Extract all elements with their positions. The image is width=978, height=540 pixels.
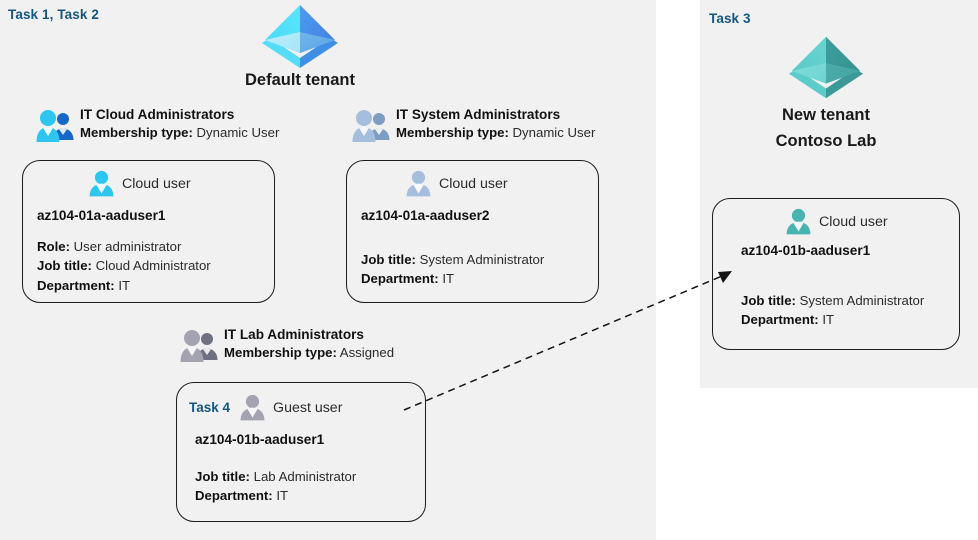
group-name: IT Cloud Administrators — [80, 107, 235, 122]
task-label-1-2: Task 1, Task 2 — [8, 7, 99, 22]
attr-label: Job title: — [361, 252, 416, 267]
user-principal-name: az104-01a-aaduser2 — [361, 208, 490, 223]
attr-job-title: Job title: Cloud Administrator — [37, 256, 274, 275]
user-attributes: Job title: Lab Administrator Department:… — [195, 467, 425, 506]
attr-value: IT — [822, 312, 835, 328]
task-label-4: Task 4 — [189, 400, 231, 415]
default-tenant-name: Default tenant — [244, 71, 355, 89]
user-principal-name: az104-01b-aaduser1 — [741, 243, 871, 258]
attr-department: Department: IT — [361, 269, 598, 288]
attr-value: Lab Administrator — [253, 469, 357, 484]
group-users-icon — [180, 330, 218, 362]
user-principal-name: az104-01a-aaduser1 — [37, 208, 166, 223]
single-user-icon — [786, 208, 811, 235]
default-tenant-panel — [0, 0, 656, 540]
attr-job-title: Job title: System Administrator — [361, 250, 598, 269]
attr-value: IT — [118, 277, 131, 293]
attr-value: IT — [276, 488, 289, 504]
attr-label: Job title: — [741, 293, 796, 308]
attr-job-title: Job title: System Administrator — [741, 291, 959, 310]
membership-type-label: Membership type: — [80, 125, 193, 141]
group-membership-type: Membership type: Dynamic User — [80, 124, 279, 143]
attr-label: Department: — [361, 271, 439, 287]
user-type-label: Cloud user — [819, 213, 888, 230]
card-header: Cloud user — [405, 170, 598, 197]
attr-label: Job title: — [37, 258, 92, 274]
user-card-az104-01a-aaduser2: Cloud user az104-01a-aaduser2 Job title:… — [346, 160, 599, 303]
group-name: IT System Administrators — [396, 107, 561, 122]
group-it-cloud-administrators: IT Cloud Administrators Membership type:… — [36, 105, 279, 143]
new-tenant-name-line2: Contoso Lab — [775, 132, 877, 151]
user-card-guest-az104-01b-aaduser1: Task 4 Guest user az104-01b-aaduser1 Job… — [176, 382, 426, 522]
user-type-label: Guest user — [273, 399, 343, 416]
new-tenant-name-line1: New tenant — [781, 106, 870, 124]
user-principal-name: az104-01b-aaduser1 — [195, 432, 325, 447]
membership-type-label: Membership type: — [224, 345, 337, 361]
group-users-icon — [36, 110, 74, 142]
attr-value: Cloud Administrator — [95, 258, 211, 274]
attr-value: IT — [442, 271, 455, 287]
user-attributes: Job title: System Administrator Departme… — [741, 291, 959, 330]
membership-type-value: Dynamic User — [196, 125, 280, 141]
azure-ad-tenant-icon — [788, 36, 864, 99]
group-it-system-administrators: IT System Administrators Membership type… — [352, 105, 595, 143]
attr-job-title: Job title: Lab Administrator — [195, 467, 425, 486]
single-user-icon — [89, 170, 114, 197]
membership-type-value: Dynamic User — [512, 125, 596, 141]
user-type-label: Cloud user — [122, 175, 191, 192]
user-card-az104-01a-aaduser1: Cloud user az104-01a-aaduser1 Role: User… — [22, 160, 275, 303]
user-type-label: Cloud user — [439, 175, 508, 192]
attr-label: Department: — [195, 488, 273, 504]
attr-label: Department: — [741, 312, 819, 328]
attr-value: User administrator — [73, 239, 182, 254]
membership-type-label: Membership type: — [396, 125, 509, 141]
attr-department: Department: IT — [195, 486, 425, 505]
new-tenant-block: New tenant Contoso Lab — [706, 33, 946, 151]
group-users-icon — [352, 110, 390, 142]
user-card-cloud-az104-01b-aaduser1: Cloud user az104-01b-aaduser1 Job title:… — [712, 198, 960, 350]
user-attributes: Role: User administrator Job title: Clou… — [37, 237, 274, 295]
card-header: Cloud user — [88, 170, 274, 197]
attr-label: Department: — [37, 277, 115, 293]
default-tenant-block: Default tenant — [180, 2, 420, 90]
attr-role: Role: User administrator — [37, 237, 274, 256]
group-it-lab-administrators: IT Lab Administrators Membership type: A… — [180, 325, 394, 363]
user-attributes: Job title: System Administrator Departme… — [361, 250, 598, 289]
attr-value: System Administrator — [799, 293, 925, 308]
single-user-icon — [406, 170, 431, 197]
card-header: Cloud user — [785, 208, 959, 235]
card-header: Task 4 Guest user — [189, 394, 425, 421]
attr-label: Job title: — [195, 469, 250, 484]
attr-value: System Administrator — [419, 252, 545, 267]
attr-department: Department: IT — [741, 310, 959, 329]
attr-label: Role: — [37, 239, 70, 254]
group-membership-type: Membership type: Dynamic User — [396, 124, 595, 143]
membership-type-value: Assigned — [339, 345, 395, 361]
single-user-icon — [240, 394, 265, 421]
group-name: IT Lab Administrators — [224, 327, 364, 342]
task-label-3: Task 3 — [709, 11, 751, 26]
group-membership-type: Membership type: Assigned — [224, 344, 394, 363]
attr-department: Department: IT — [37, 276, 274, 295]
azure-ad-tenant-icon — [262, 5, 338, 68]
